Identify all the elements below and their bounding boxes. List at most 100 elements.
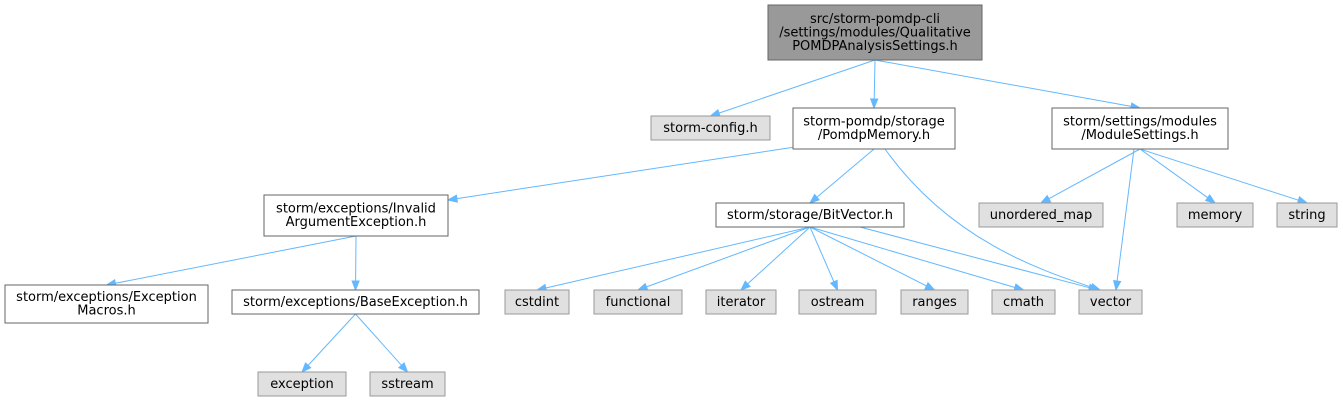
node-unordered-map: unordered_map bbox=[978, 202, 1104, 228]
node-iterator: iterator bbox=[705, 289, 777, 315]
node-box bbox=[650, 115, 771, 141]
node-box bbox=[798, 289, 877, 315]
edge-bitvector-to-ranges bbox=[809, 226, 936, 291]
node-box bbox=[231, 289, 480, 315]
node-ranges: ranges bbox=[900, 289, 969, 315]
node-label-line: memory bbox=[1188, 208, 1243, 223]
node-box bbox=[1276, 202, 1338, 228]
node-label-line: storm/exceptions/BaseException.h bbox=[243, 295, 468, 310]
edge-arrowhead bbox=[829, 279, 839, 292]
edge-arrowhead bbox=[1039, 194, 1052, 204]
node-label-line: vector bbox=[1090, 295, 1132, 310]
edge-arrowhead bbox=[1204, 194, 1217, 204]
edge-line bbox=[1139, 148, 1208, 199]
edge-arrowhead bbox=[808, 193, 820, 204]
edge-root-to-pomdp-memory bbox=[869, 59, 879, 110]
node-label-line: /ModuleSettings.h bbox=[1081, 128, 1198, 143]
node-label-line: storm/exceptions/Exception bbox=[16, 290, 197, 305]
edge-pomdp-memory-to-bitvector bbox=[808, 148, 875, 204]
edge-line bbox=[816, 148, 875, 198]
edge-line bbox=[873, 59, 876, 100]
node-sstream: sstream bbox=[369, 371, 446, 397]
edge-base-exception-to-sstream bbox=[355, 313, 409, 374]
node-label-line: POMDPAnalysisSettings.h bbox=[792, 39, 958, 54]
edge-base-exception-to-exception bbox=[301, 313, 356, 374]
edge-arrowhead bbox=[869, 98, 879, 110]
edge-line bbox=[307, 313, 356, 366]
edge-module-settings-to-unordered-map bbox=[1039, 148, 1141, 204]
node-vector: vector bbox=[1078, 289, 1143, 315]
node-label-line: sstream bbox=[381, 377, 433, 392]
node-module-settings[interactable]: storm/settings/modules/ModuleSettings.h bbox=[1051, 107, 1229, 150]
edge-line bbox=[646, 226, 811, 288]
node-functional: functional bbox=[593, 289, 683, 315]
edge-bitvector-to-cstdint bbox=[535, 226, 811, 293]
node-bitvector[interactable]: storm/storage/BitVector.h bbox=[715, 202, 905, 228]
edge-arrowhead bbox=[924, 281, 936, 291]
edge-line bbox=[355, 313, 402, 366]
node-label-line: ranges bbox=[912, 295, 957, 310]
edge-bitvector-to-iterator bbox=[739, 226, 811, 291]
node-label-line: src/storm-pomdp-cli bbox=[810, 12, 940, 27]
edge-line bbox=[1139, 148, 1299, 201]
node-label-line: iterator bbox=[717, 295, 766, 310]
node-label-line: /settings/modules/Qualitative bbox=[779, 25, 971, 40]
edge-module-settings-to-string bbox=[1139, 148, 1309, 205]
node-label-line: ostream bbox=[811, 295, 865, 310]
node-label-line: cmath bbox=[1003, 295, 1044, 310]
node-memory: memory bbox=[1176, 202, 1254, 228]
node-label-line: functional bbox=[606, 295, 671, 310]
edge-bitvector-to-ostream bbox=[809, 226, 839, 292]
node-ostream: ostream bbox=[798, 289, 877, 315]
edge-arrowhead bbox=[446, 194, 458, 203]
node-exception: exception bbox=[257, 371, 347, 397]
edge-arrowhead bbox=[636, 282, 649, 291]
edge-line bbox=[809, 226, 835, 282]
node-label-line: /PomdpMemory.h bbox=[818, 128, 930, 143]
node-box bbox=[978, 202, 1104, 228]
node-box bbox=[900, 289, 969, 315]
edge-invalid-arg-to-exception-macros bbox=[105, 235, 357, 288]
node-box bbox=[1078, 289, 1143, 315]
node-box bbox=[257, 371, 347, 397]
edge-root-to-module-settings bbox=[874, 59, 1142, 111]
node-label-line: Macros.h bbox=[77, 304, 136, 319]
edge-module-settings-to-vector bbox=[1113, 148, 1135, 292]
edge-line bbox=[884, 148, 1092, 288]
node-invalid-arg[interactable]: storm/exceptions/InvalidArgumentExceptio… bbox=[263, 194, 449, 237]
edge-line bbox=[747, 226, 811, 285]
node-box bbox=[504, 289, 570, 315]
node-string: string bbox=[1276, 202, 1338, 228]
node-cmath: cmath bbox=[991, 289, 1056, 315]
edge-line bbox=[1048, 148, 1141, 200]
node-box bbox=[4, 284, 209, 324]
edge-arrowhead bbox=[709, 108, 721, 117]
node-box bbox=[263, 194, 449, 237]
node-box bbox=[991, 289, 1056, 315]
node-label-line: storm-pomdp/storage bbox=[803, 115, 944, 130]
node-label-line: exception bbox=[270, 377, 334, 392]
edge-line bbox=[456, 146, 796, 200]
edge-arrowhead bbox=[1113, 280, 1122, 292]
node-box bbox=[369, 371, 446, 397]
node-label-line: cstdint bbox=[515, 295, 559, 310]
node-layer: src/storm-pomdp-cli/settings/modules/Qua… bbox=[4, 4, 1338, 397]
node-label-line: storm/storage/BitVector.h bbox=[727, 208, 893, 223]
node-box bbox=[1176, 202, 1254, 228]
node-pomdp-memory[interactable]: storm-pomdp/storage/PomdpMemory.h bbox=[792, 107, 956, 150]
edge-line bbox=[545, 226, 811, 289]
node-box bbox=[593, 289, 683, 315]
node-base-exception[interactable]: storm/exceptions/BaseException.h bbox=[231, 289, 480, 315]
node-label-line: storm/exceptions/Invalid bbox=[276, 202, 436, 217]
edge-line bbox=[115, 235, 357, 284]
node-box bbox=[1051, 107, 1229, 150]
node-box bbox=[767, 4, 983, 61]
node-box bbox=[715, 202, 905, 228]
node-root[interactable]: src/storm-pomdp-cli/settings/modules/Qua… bbox=[767, 4, 983, 61]
edge-arrowhead bbox=[351, 280, 360, 292]
edge-bitvector-to-vector bbox=[859, 226, 1100, 292]
edge-line bbox=[809, 226, 1016, 288]
edge-line bbox=[874, 59, 1132, 107]
edge-invalid-arg-to-base-exception bbox=[351, 235, 360, 292]
